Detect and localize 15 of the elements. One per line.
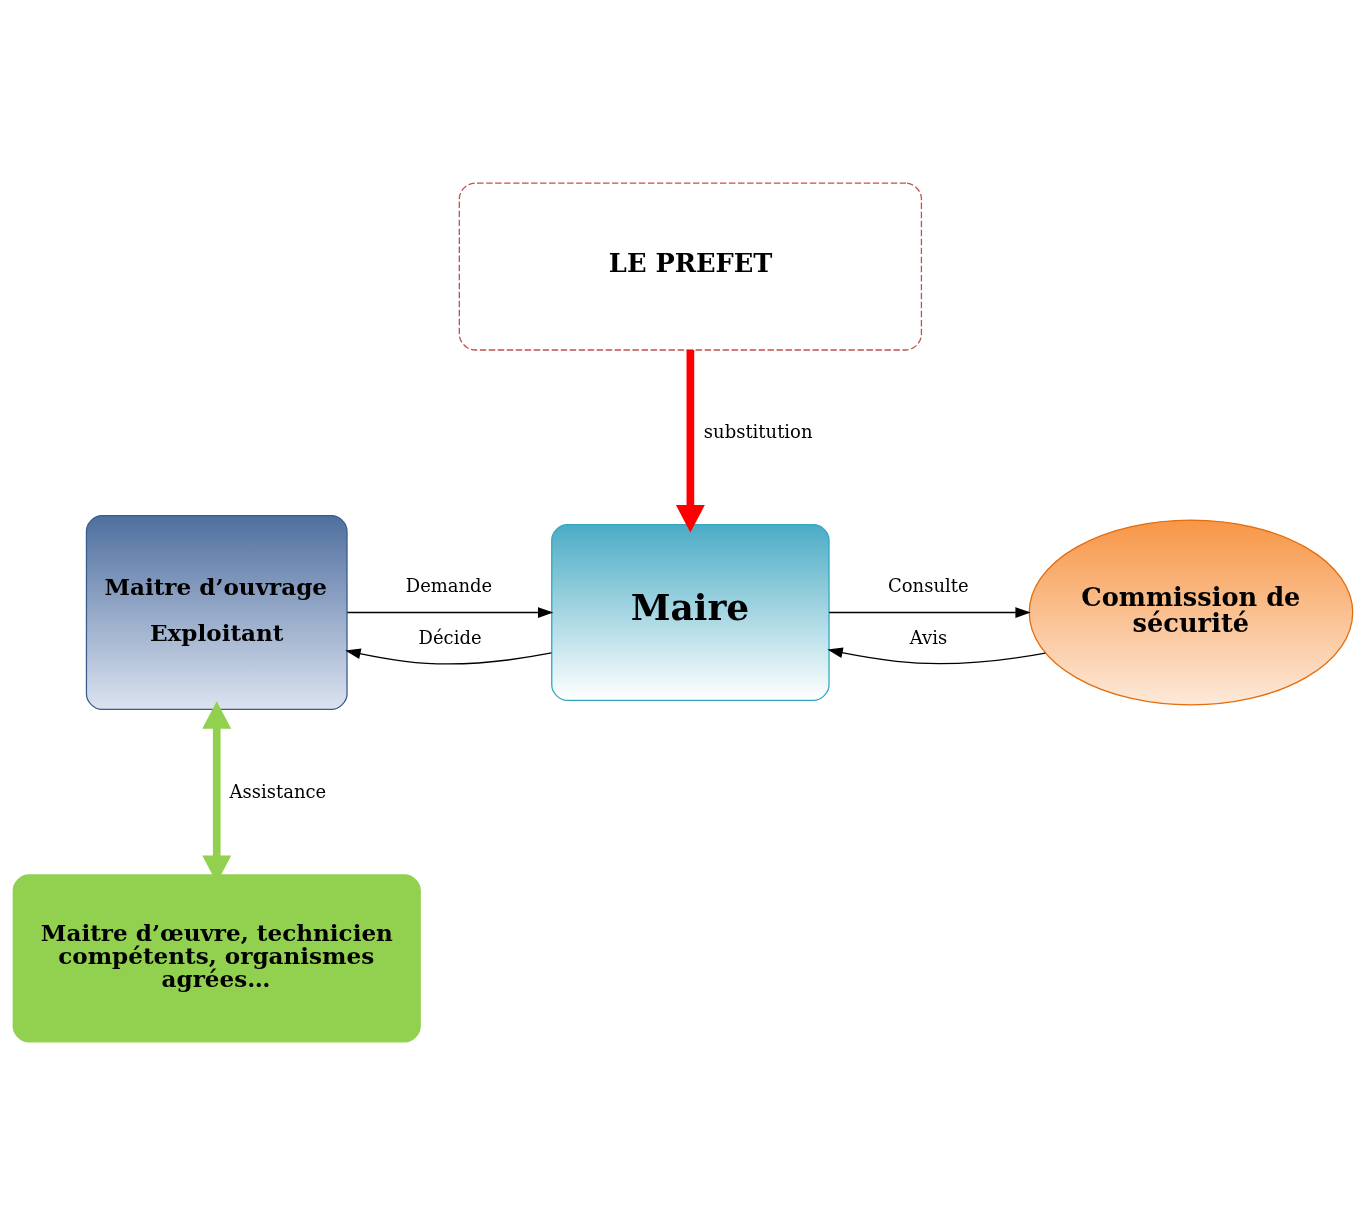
arrow — [828, 607, 1031, 618]
edge-label: Consulte — [888, 574, 969, 596]
node-box: Maitre d’œuvre, technicien compétents, organismes agrées… — [12, 874, 421, 1043]
node-box: LE PREFET — [458, 182, 923, 351]
node-box: Maitre d’ouvrage Exploitant — [85, 514, 348, 711]
edge-label: Demande — [405, 574, 493, 596]
node-ellipse: Commission de sécurité — [1028, 519, 1354, 706]
arrow — [345, 648, 553, 665]
edge-label: Décide — [418, 627, 482, 649]
node-box: Maire — [551, 523, 830, 702]
edge-label: Assistance — [229, 780, 327, 802]
edge-label: Avis — [909, 627, 948, 649]
arrow — [827, 647, 1046, 665]
arrow — [346, 607, 554, 618]
edge-label: substitution — [703, 421, 813, 443]
